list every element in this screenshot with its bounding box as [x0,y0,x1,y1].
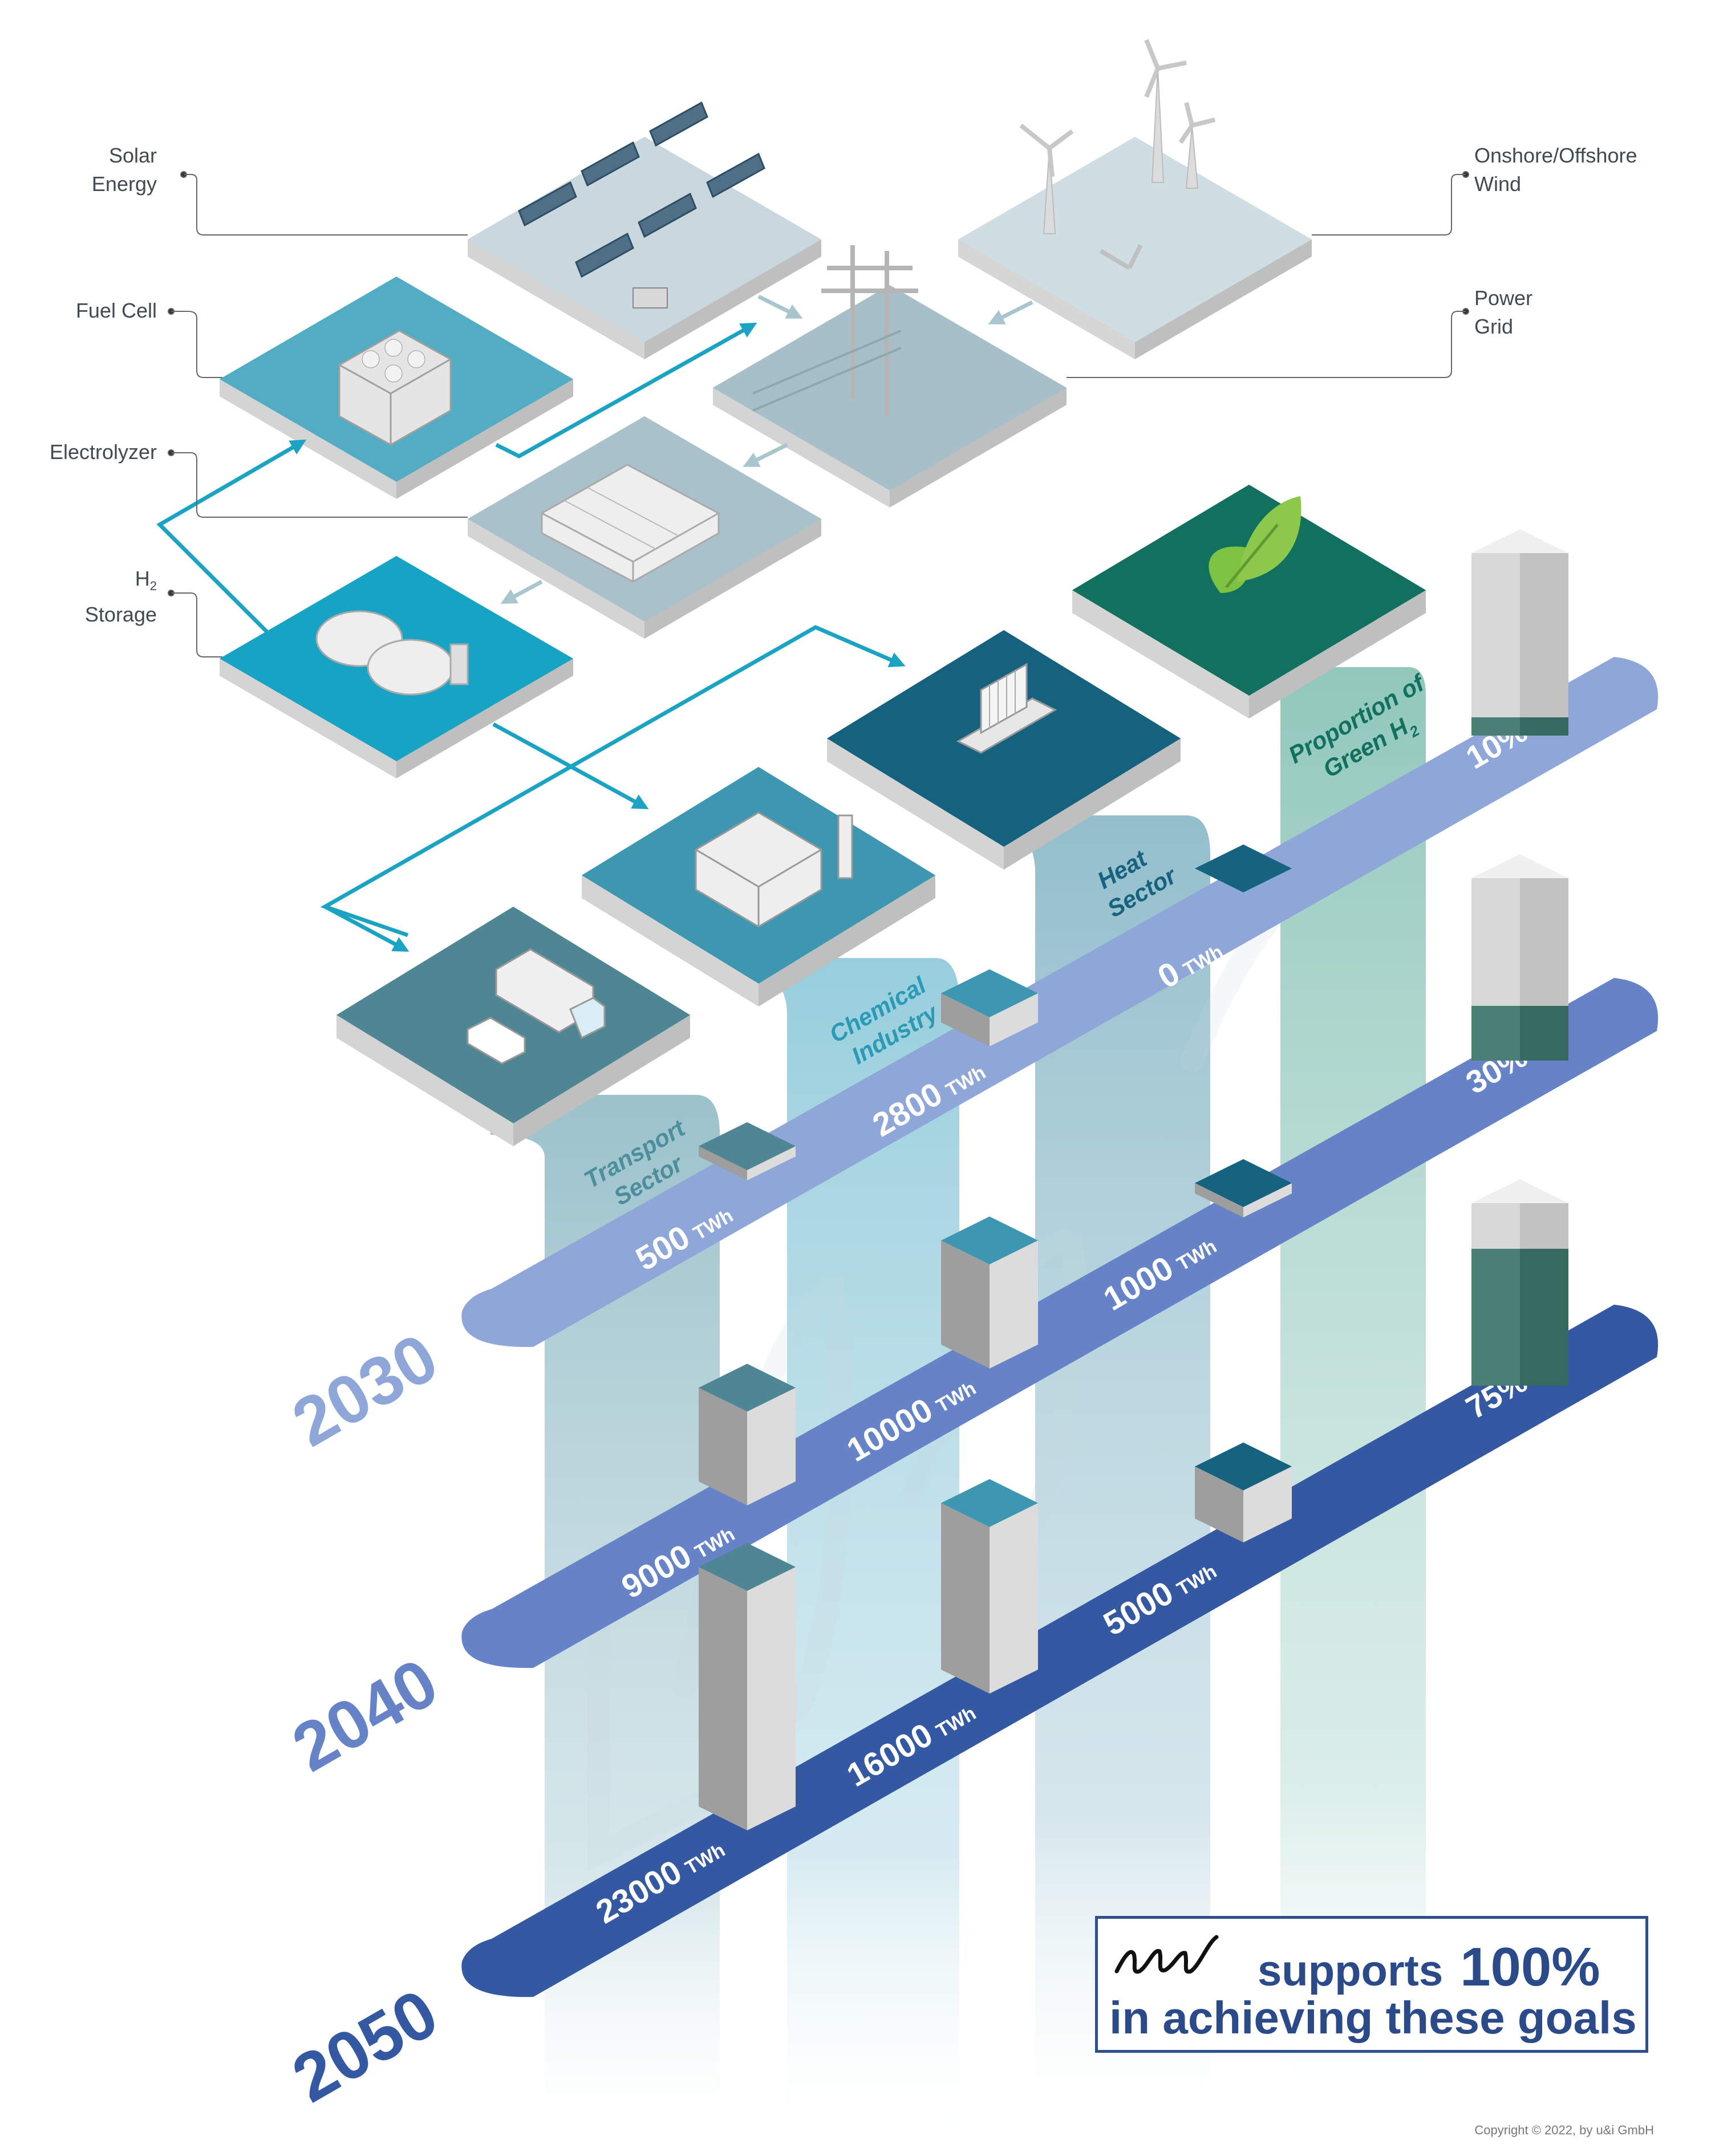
hydrogen-tank-icon [315,610,469,696]
bar-2040-transport-sector [699,1363,796,1505]
tile-chemical-industry [582,767,935,1006]
tile-h2-storage [220,556,573,778]
green-share-bar-2030 [1471,529,1568,736]
bar-2030-heat-sector [1195,844,1292,892]
fuel-cell-icon [338,330,452,446]
bar-2040-heat-sector [1195,1159,1292,1217]
year-2050: 2050 [280,1975,450,2117]
svg-text:2030: 2030 [280,1319,450,1461]
copyright: Copyright © 2022, by u&i GmbH [1474,2123,1654,2137]
factory-icon [695,811,853,928]
bar-2040-chemical-industry [941,1216,1038,1369]
label-fuel-cell: Fuel Cell [75,299,157,322]
bars [699,529,1568,1830]
tile-transport-sector [336,907,690,1146]
solar-panels-icon [518,101,765,278]
bar-2030-chemical-industry [941,969,1038,1046]
label-h2-storage: H2 Storage [84,567,157,627]
company-logo-icon [1114,1935,1219,1974]
band-2050 [461,1305,1659,1997]
tile-solar [468,101,821,359]
electrolyzer-icon [541,464,720,583]
svg-text:2040: 2040 [280,1644,450,1786]
tile-heat-sector [827,630,1181,870]
flow-arrows [156,294,1033,952]
radiator-icon [956,663,1057,754]
label-electrolyzer: Electrolyzer [49,440,157,464]
tile-electrolyzer [468,416,821,639]
tile-green-h2 [1072,485,1426,718]
year-2040: 2040 [280,1644,450,1786]
svg-text:2050: 2050 [280,1975,450,2117]
callout-line-2: in achieving these goals [1109,1992,1637,2043]
column-green [1280,667,1426,2156]
green-share-bar-2040 [1471,854,1568,1061]
tile-wind [958,39,1312,359]
bar-2030-transport-sector [699,1122,796,1180]
bar-2050-heat-sector [1195,1442,1292,1542]
bar-2050-transport-sector [699,1543,796,1830]
bar-2050-chemical-industry [941,1479,1038,1694]
green-share-bar-2050 [1471,1179,1568,1386]
truck-icon [495,948,606,1040]
tile-fuel-cell [220,277,573,499]
inverter-icon [632,287,668,308]
power-pylon-icon [752,245,918,416]
column-chemical [759,958,959,2156]
label-connectors [168,171,1469,657]
year-2030: 2030 [280,1319,450,1461]
car-icon [467,1017,526,1065]
column-heat [1009,815,1210,2156]
wind-turbine-icon [1019,39,1215,270]
tile-power-grid [713,245,1067,507]
band-2030 [461,657,1659,1347]
leaf-icon [1209,496,1302,593]
